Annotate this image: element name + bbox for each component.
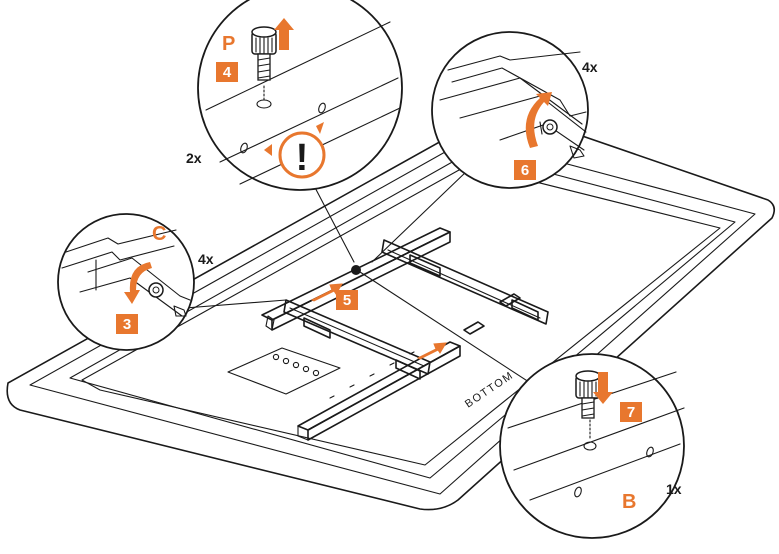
detail-circle-top: P 4 !: [197, 0, 403, 191]
slide-arrow-icon: [310, 283, 343, 302]
qty-4x-top: 4x: [582, 59, 598, 75]
step-number: 4: [223, 64, 232, 81]
lift-arrow-icon: [274, 18, 294, 50]
screw-icon: [148, 282, 164, 298]
svg-text:!: !: [296, 137, 309, 179]
leader-lines: [159, 169, 533, 385]
step-number: 3: [123, 316, 131, 333]
part-label-p: P: [222, 33, 235, 55]
detail-circle-bottom-right: 7 B: [499, 353, 685, 539]
step-number: 5: [343, 292, 351, 309]
qty-1x: 1x: [666, 481, 682, 497]
step-badge-6: 6: [514, 160, 536, 180]
detail-circle-top-right: 6: [431, 31, 589, 189]
step-number: 7: [627, 404, 635, 421]
mount-rails: [261, 227, 549, 441]
screw-icon: [539, 119, 558, 135]
rotate-arrow-icon: [124, 262, 152, 304]
bottom-label: BOTTOM: [463, 369, 516, 410]
knob-icon: [251, 26, 277, 81]
step-badge-5: 5: [336, 290, 358, 310]
qty-2x: 2x: [186, 150, 202, 166]
center-screw: [351, 265, 361, 275]
knob-icon: [575, 370, 601, 419]
qty-4x-left: 4x: [198, 251, 214, 267]
rotate-arrow-icon: [525, 92, 552, 148]
hole-row: [272, 353, 320, 377]
warning-icon: !: [278, 131, 326, 179]
step-badge-4: 4: [216, 62, 238, 82]
step-badge-7: 7: [620, 402, 642, 422]
push-arrow-icon: [593, 372, 613, 404]
part-label-b: B: [622, 491, 636, 513]
detail-circle-left: 3 C: [57, 213, 195, 351]
step-number: 6: [521, 162, 529, 179]
step-badge-3: 3: [116, 314, 138, 334]
part-label-c: C: [152, 223, 166, 245]
push-arrow-icon: [416, 342, 447, 360]
